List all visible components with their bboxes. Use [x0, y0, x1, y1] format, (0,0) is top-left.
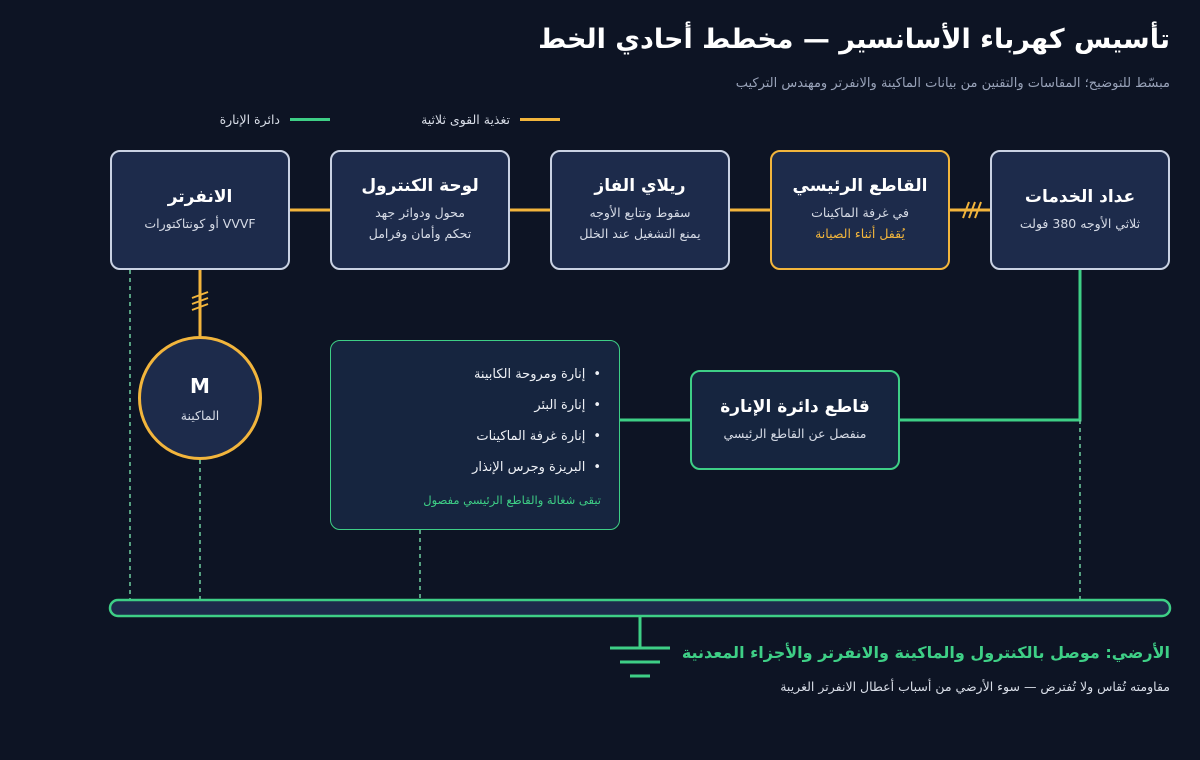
page-title: تأسيس كهرباء الأسانسير — مخطط أحادي الخط — [538, 24, 1170, 55]
legend-label-power: تغذية القوى ثلاثية — [421, 111, 510, 127]
earth-title: الأرضي: موصل بالكنترول والماكينة والانفر… — [681, 643, 1170, 662]
control-panel-desc-2: تحكم وأمان وفرامل — [368, 226, 472, 241]
motor-three-phase-mark-icon — [191, 291, 209, 311]
phase-relay-desc-1: سقوط وتتابع الأوجه — [589, 205, 691, 220]
main-breaker-note: يُقفل أثناء الصيانة — [815, 226, 905, 241]
control-panel-block: لوحة الكنترول محول ودوائر جهد تحكم وأمان… — [330, 150, 510, 270]
main-breaker-block: القاطع الرئيسي في غرفة الماكينات يُقفل أ… — [770, 150, 950, 270]
main-breaker-title: القاطع الرئيسي — [792, 176, 928, 196]
service-meter-desc: ثلاثي الأوجه 380 فولت — [1019, 215, 1141, 231]
control-panel-desc-1: محول ودوائر جهد — [375, 205, 465, 220]
list-item: إنارة غرفة الماكينات — [349, 421, 601, 452]
service-meter-title: عداد الخدمات — [1024, 186, 1136, 207]
main-breaker-desc: في غرفة الماكينات — [811, 205, 909, 220]
three-phase-mark-icon — [962, 201, 982, 219]
legend-three-phase: تغذية القوى ثلاثية — [421, 110, 560, 128]
legend-swatch-lighting — [290, 117, 330, 121]
phase-relay-desc-2: يمنع التشغيل عند الخلل — [579, 226, 701, 241]
motor-symbol: M الماكينة — [138, 336, 262, 460]
earth-conductors — [129, 270, 1081, 600]
control-panel-title: لوحة الكنترول — [361, 176, 479, 196]
service-meter-block: عداد الخدمات ثلاثي الأوجه 380 فولت — [990, 150, 1170, 270]
lighting-breaker-block: قاطع دائرة الإنارة منفصل عن القاطع الرئي… — [690, 370, 900, 470]
lighting-loads-block: إنارة ومروحة الكابينة إنارة البئر إنارة … — [330, 340, 620, 530]
page-subtitle: مبسّط للتوضيح؛ المقاسات والتقنين من بيان… — [735, 76, 1170, 91]
inverter-desc: VVVF أو كونتاكتورات — [144, 215, 256, 231]
list-item: إنارة البئر — [349, 390, 601, 421]
phase-relay-block: ريلاي الفاز سقوط وتتابع الأوجه يمنع التش… — [550, 150, 730, 270]
lighting-feed-wire — [900, 270, 1082, 422]
motor-letter: M — [190, 373, 210, 398]
list-item: البريزة وجرس الإنذار — [349, 452, 601, 483]
inverter-block: الانفرتر VVVF أو كونتاكتورات — [110, 150, 290, 270]
legend-label-lighting: دائرة الإنارة — [219, 111, 280, 127]
lighting-loads-list: إنارة ومروحة الكابينة إنارة البئر إنارة … — [349, 359, 601, 483]
ground-icon — [610, 616, 670, 678]
motor-label: الماكينة — [180, 407, 220, 423]
lighting-loads-note: تبقى شغالة والقاطع الرئيسي مفصول — [423, 493, 601, 507]
inverter-title: الانفرتر — [167, 186, 233, 207]
earth-note: مقاومته تُقاس ولا تُفترض — سوء الأرضي من… — [780, 679, 1170, 694]
list-item: إنارة ومروحة الكابينة — [349, 359, 601, 390]
lighting-breaker-title: قاطع دائرة الإنارة — [720, 396, 870, 417]
legend-lighting: دائرة الإنارة — [220, 110, 330, 128]
legend-swatch-power — [520, 117, 560, 121]
phase-relay-title: ريلاي الفاز — [594, 176, 686, 196]
earth-bar — [108, 598, 1172, 618]
lighting-breaker-desc: منفصل عن القاطع الرئيسي — [723, 425, 867, 441]
